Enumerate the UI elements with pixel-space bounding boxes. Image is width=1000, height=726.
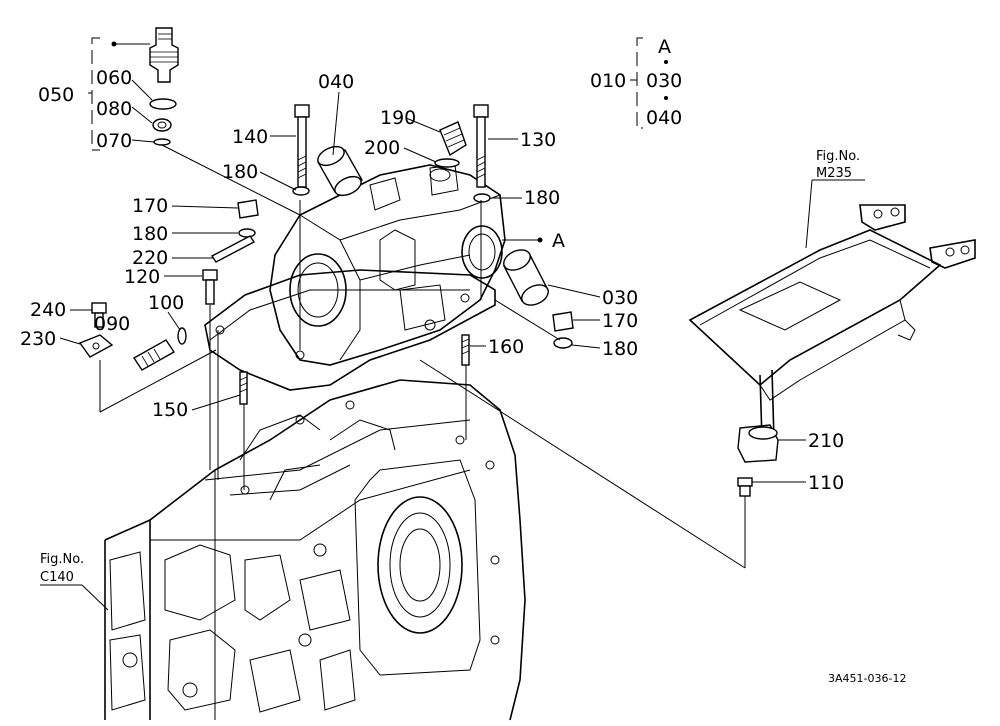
label-220: 220 xyxy=(132,247,168,269)
label-060: 060 xyxy=(96,67,132,89)
stud-160 xyxy=(461,334,470,366)
fig-ref-c140-line2: C140 xyxy=(40,570,74,585)
label-230: 230 xyxy=(20,328,56,350)
label-030: 030 xyxy=(602,287,638,309)
label-130: 130 xyxy=(520,129,556,151)
label-140: 140 xyxy=(232,126,268,148)
relief-valve-050 xyxy=(149,27,179,83)
label-120: 120 xyxy=(124,266,160,288)
label-080: 080 xyxy=(96,98,132,120)
valve-090 xyxy=(132,339,176,371)
label-070: 070 xyxy=(96,130,132,152)
label-160: 160 xyxy=(488,336,524,358)
label-210: 210 xyxy=(808,430,844,452)
bushing-030 xyxy=(503,249,549,306)
washer-180-a xyxy=(292,186,310,196)
bolt-240 xyxy=(91,302,107,328)
fig-ref-m235-line1: Fig.No. xyxy=(816,149,860,164)
bushing-040 xyxy=(317,145,363,197)
washer-080 xyxy=(152,118,172,132)
pin-220 xyxy=(210,235,256,263)
part-labels: 050 060 080 070 140 040 190 200 130 180 … xyxy=(20,36,844,494)
set-label-a: A xyxy=(658,36,671,58)
hydraulic-cylinder-case xyxy=(204,164,506,391)
bolt-120 xyxy=(202,269,218,305)
set-label-040: 040 xyxy=(646,107,682,129)
label-040: 040 xyxy=(318,71,354,93)
fig-ref-m235-line2: M235 xyxy=(816,166,852,181)
nut-170-a xyxy=(237,199,259,219)
label-170-b: 170 xyxy=(602,310,638,332)
leader-lines xyxy=(40,37,865,611)
label-180-a: 180 xyxy=(222,161,258,183)
diagram-code: 3A451-036-12 xyxy=(828,672,906,685)
ref-label-a: A xyxy=(552,230,565,252)
label-180-c: 180 xyxy=(132,223,168,245)
nut-170-b xyxy=(552,311,574,332)
label-100: 100 xyxy=(148,292,184,314)
fig-ref-c140-line1: Fig.No. xyxy=(40,552,84,567)
label-090: 090 xyxy=(94,313,130,335)
label-150: 150 xyxy=(152,399,188,421)
fitting-110 xyxy=(737,477,753,497)
label-190: 190 xyxy=(380,107,416,129)
set-label-030: 030 xyxy=(646,70,682,92)
label-200: 200 xyxy=(364,137,400,159)
plug-190 xyxy=(439,121,467,157)
label-180-b: 180 xyxy=(524,187,560,209)
bolt-140 xyxy=(294,104,310,188)
plate-230 xyxy=(78,334,114,358)
stud-150 xyxy=(239,371,248,405)
lever-assembly xyxy=(688,204,976,441)
washer-180-c xyxy=(238,228,256,238)
figure-references: Fig.No. M235 Fig.No. C140 xyxy=(40,149,860,585)
label-110: 110 xyxy=(808,472,844,494)
o-ring-060 xyxy=(149,98,177,110)
o-ring-100 xyxy=(177,327,187,345)
washer-180-b xyxy=(473,193,491,203)
label-180-d: 180 xyxy=(602,338,638,360)
washer-180-d xyxy=(553,337,573,349)
label-010: 010 xyxy=(590,70,626,92)
label-050: 050 xyxy=(38,84,74,106)
o-ring-200 xyxy=(434,158,460,168)
label-170-a: 170 xyxy=(132,195,168,217)
bolt-130 xyxy=(473,104,489,188)
label-240: 240 xyxy=(30,299,66,321)
o-ring-070 xyxy=(153,138,171,146)
transmission-case xyxy=(104,379,526,721)
grip-210 xyxy=(737,424,779,463)
